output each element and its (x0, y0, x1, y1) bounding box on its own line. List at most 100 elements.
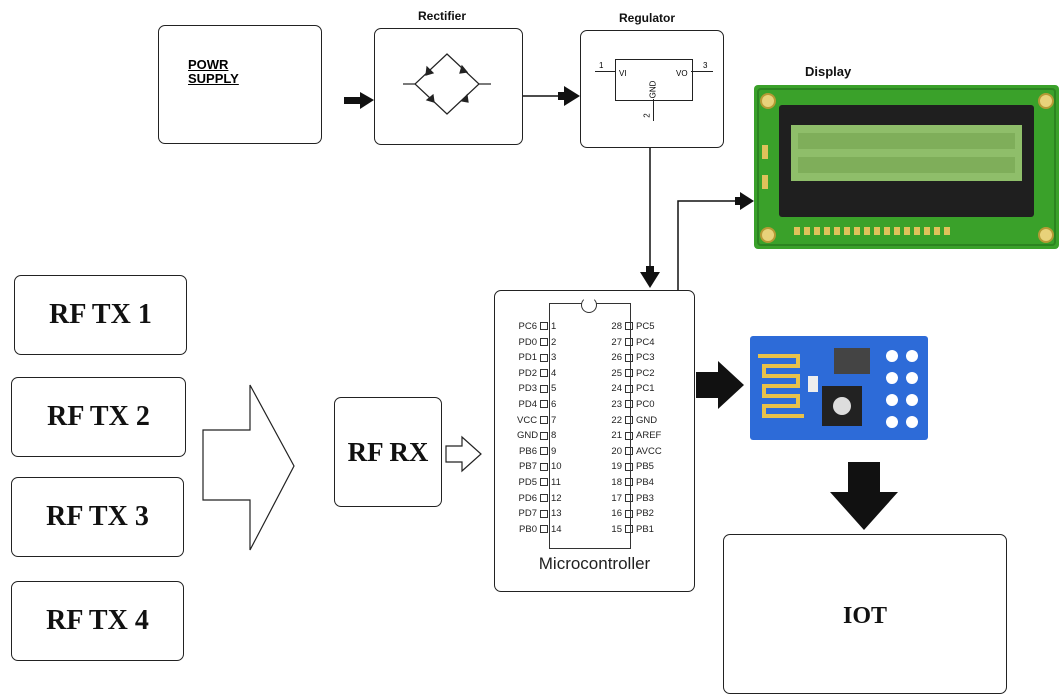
iot-label: IOT (842, 603, 887, 629)
mcu-pin-number: 25 (611, 367, 622, 379)
mcu-pin-number: 15 (611, 523, 622, 535)
rf-tx-1-block: RF TX 1 (14, 275, 187, 355)
mcu-pin-pad (625, 509, 633, 518)
regulator-chip (615, 59, 693, 101)
mcu-pin-number: 1 (551, 321, 557, 332)
mcu-pin-pad (540, 494, 548, 503)
mcu-pin-name: PC5 (636, 321, 655, 332)
rectifier-block (374, 28, 523, 145)
mcu-pin-pad (540, 509, 548, 518)
mcu-pin-number: 7 (551, 414, 557, 426)
mcu-pin-number: 20 (611, 445, 622, 457)
mcu-pin-name: PB6 (519, 445, 537, 457)
mcu-left-pin: PD1 3 (517, 350, 562, 366)
mcu-pin-pad (540, 431, 548, 440)
mcu-pin-name: PB4 (636, 476, 654, 488)
rectifier-title: Rectifier (418, 9, 467, 23)
mcu-pin-pad (540, 416, 548, 425)
mcu-pin-number: 5 (551, 383, 557, 395)
mcu-pin-name: PB0 (519, 523, 537, 535)
mcu-right-pin: 28 PC5 (610, 319, 662, 335)
mcu-pin-number: 3 (551, 352, 557, 364)
lcd-module-icon (754, 85, 1059, 249)
arrow-tx-to-rx (202, 384, 295, 551)
mcu-pin-name: GND (636, 414, 658, 426)
mcu-pin-pad (540, 353, 548, 362)
mcu-pin-pad (540, 400, 548, 409)
regulator-vo-label: VO (676, 69, 688, 78)
mcu-pin-pad (540, 369, 548, 378)
display-title: Display (805, 64, 852, 79)
regulator-block: 1 3 2 VI VO GND (580, 30, 724, 148)
mcu-right-pin: 17 PB3 (610, 491, 662, 507)
arrow-mcu-to-display (677, 192, 754, 290)
mcu-pin-name: PC0 (636, 398, 655, 410)
power-supply-line2: SUPPLY (188, 71, 239, 86)
mcu-pin-pad (540, 478, 548, 487)
mcu-pin-name: PB3 (636, 492, 654, 504)
mcu-left-pin: PD5 11 (517, 475, 562, 491)
mcu-pin-name: PD1 (518, 352, 537, 364)
regulator-pin1-line (595, 71, 615, 72)
mcu-pin-pad (625, 462, 633, 471)
rf-rx-block: RF RX (334, 397, 442, 507)
mcu-pin-pad (540, 322, 548, 331)
arrow-rx-to-mcu (445, 435, 482, 473)
mcu-pin-name: AREF (636, 430, 662, 442)
mcu-pin-pad (625, 431, 633, 440)
mcu-pin-name: PB1 (636, 523, 654, 535)
mcu-pin-number: 14 (551, 523, 562, 535)
mcu-pin-pad (625, 369, 633, 378)
mcu-pin-name: GND (517, 430, 539, 442)
wifi-module-image (750, 336, 928, 440)
regulator-title: Regulator (619, 11, 676, 25)
mcu-pin-name: PB5 (636, 461, 654, 473)
mcu-right-pin: 15 PB1 (610, 522, 662, 538)
mcu-pin-name: PD5 (518, 476, 537, 488)
mcu-pin-number: 11 (551, 476, 561, 488)
power-supply-block: POWR SUPPLY (158, 25, 322, 144)
mcu-pin-pad (625, 416, 633, 425)
arrow-regulator-to-mcu (640, 148, 660, 288)
mcu-pin-number: 17 (611, 492, 622, 504)
mcu-pin-number: 8 (551, 430, 557, 442)
mcu-pin-pad (625, 447, 633, 456)
mcu-pin-pad (540, 384, 548, 393)
mcu-pin-number: 9 (551, 445, 557, 457)
mcu-pin-pad (625, 353, 633, 362)
mcu-pin-name: VCC (517, 414, 538, 426)
mcu-pin-name: PC1 (636, 383, 655, 395)
rf-tx-2-block: RF TX 2 (11, 377, 186, 457)
mcu-pin-pad (540, 338, 548, 347)
mcu-pin-name: PD3 (518, 383, 537, 395)
regulator-pin2-line (653, 99, 654, 121)
mcu-pin-pad (625, 384, 633, 393)
arrow-rectifier-to-regulator (523, 86, 580, 106)
mcu-pin-name: PB7 (519, 461, 537, 473)
mcu-pin-number: 28 (611, 321, 622, 332)
mcu-pin-number: 26 (611, 352, 622, 364)
mcu-pin-number: 13 (551, 508, 562, 520)
rf-tx-3-block: RF TX 3 (11, 477, 184, 557)
mcu-pin-pad (540, 447, 548, 456)
mcu-pin-pad (625, 322, 633, 331)
bridge-rectifier-icon (403, 53, 491, 115)
mcu-pin-pad (625, 494, 633, 503)
